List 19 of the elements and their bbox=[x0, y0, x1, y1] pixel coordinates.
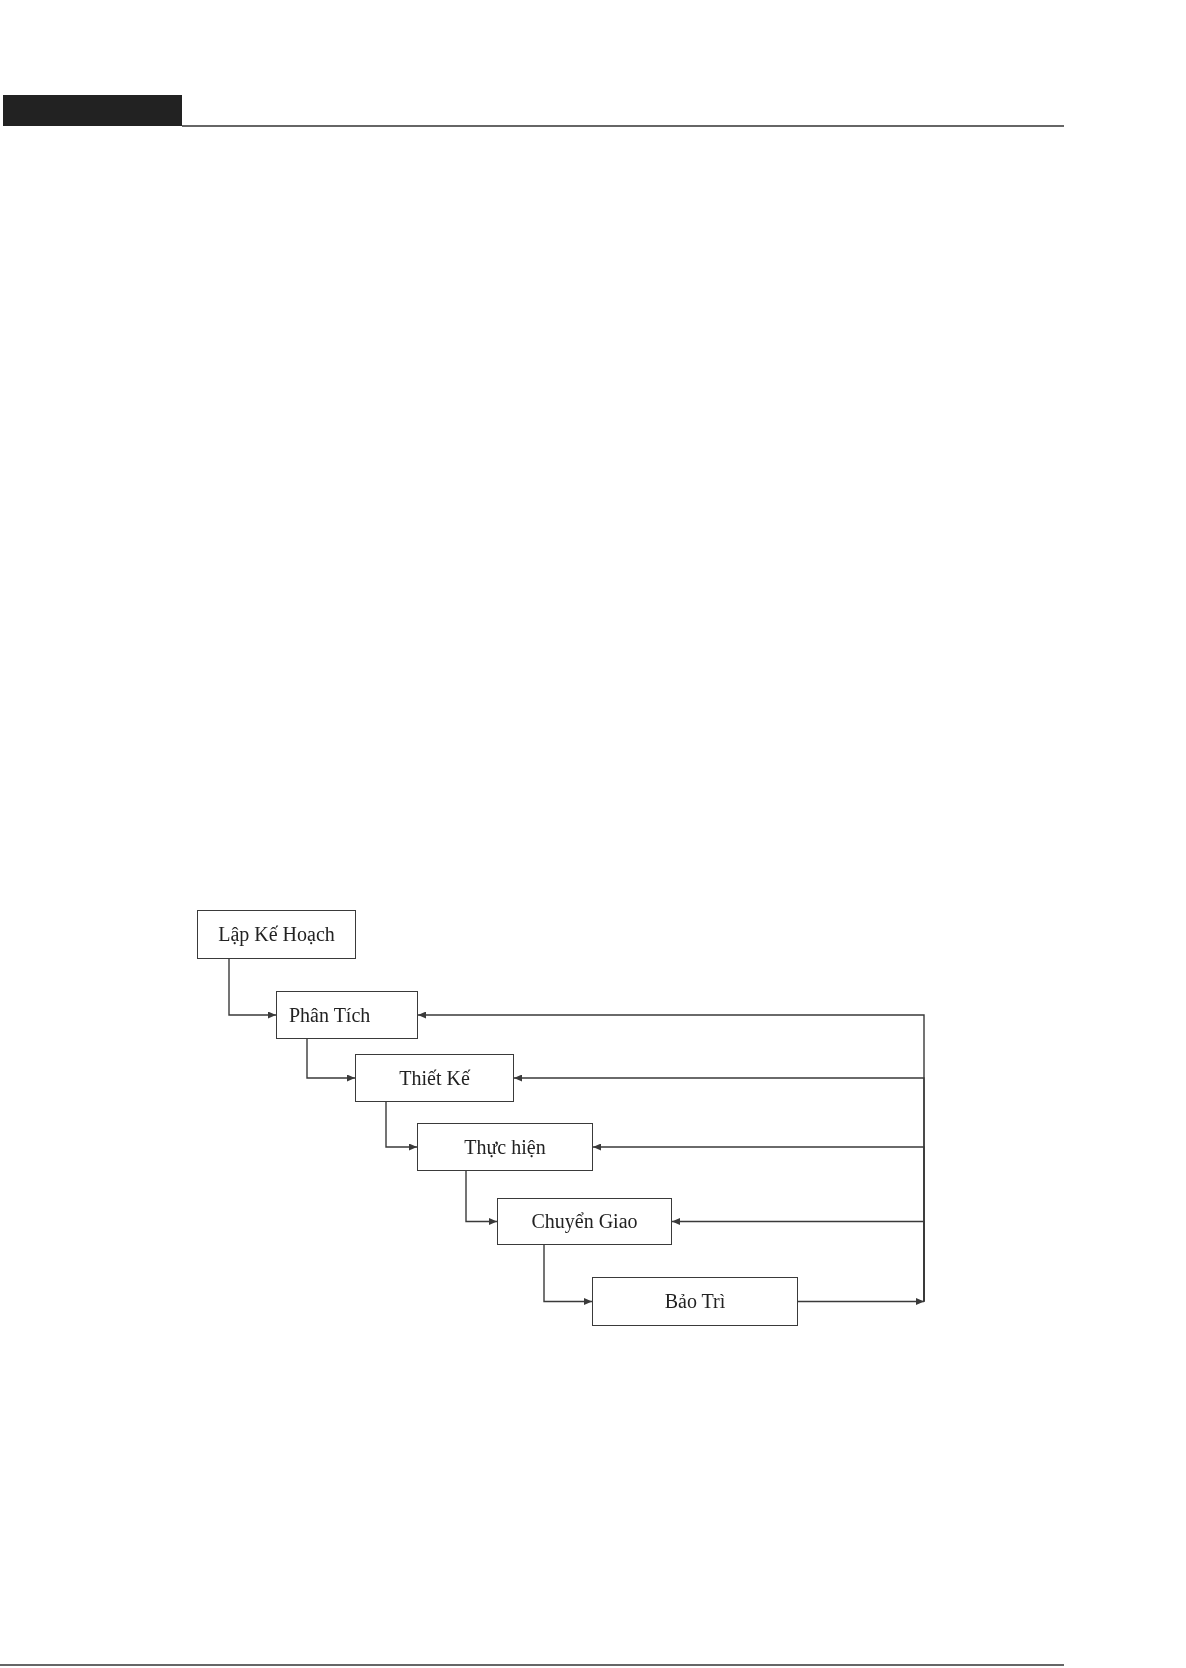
arrow bbox=[465, 1170, 498, 1225]
arrow bbox=[797, 1298, 925, 1305]
step-label: Phân Tích bbox=[289, 1003, 371, 1027]
arrow bbox=[228, 958, 277, 1019]
arrow bbox=[543, 1244, 593, 1305]
step-label: Thực hiện bbox=[464, 1135, 546, 1159]
arrow bbox=[671, 1218, 925, 1303]
process-box bbox=[497, 1198, 672, 1245]
arrow bbox=[306, 1038, 356, 1082]
process-box bbox=[417, 1123, 593, 1171]
process-box bbox=[276, 991, 418, 1039]
process-box bbox=[355, 1054, 514, 1102]
step-label: Chuyển Giao bbox=[531, 1210, 638, 1233]
step-label: Thiết Kế bbox=[399, 1066, 470, 1090]
step-label: Lập Kế Hoạch bbox=[218, 923, 335, 946]
process-box bbox=[592, 1277, 798, 1326]
arrow bbox=[385, 1101, 418, 1151]
process-box bbox=[197, 910, 356, 959]
step-label: Bảo Trì bbox=[664, 1290, 726, 1313]
